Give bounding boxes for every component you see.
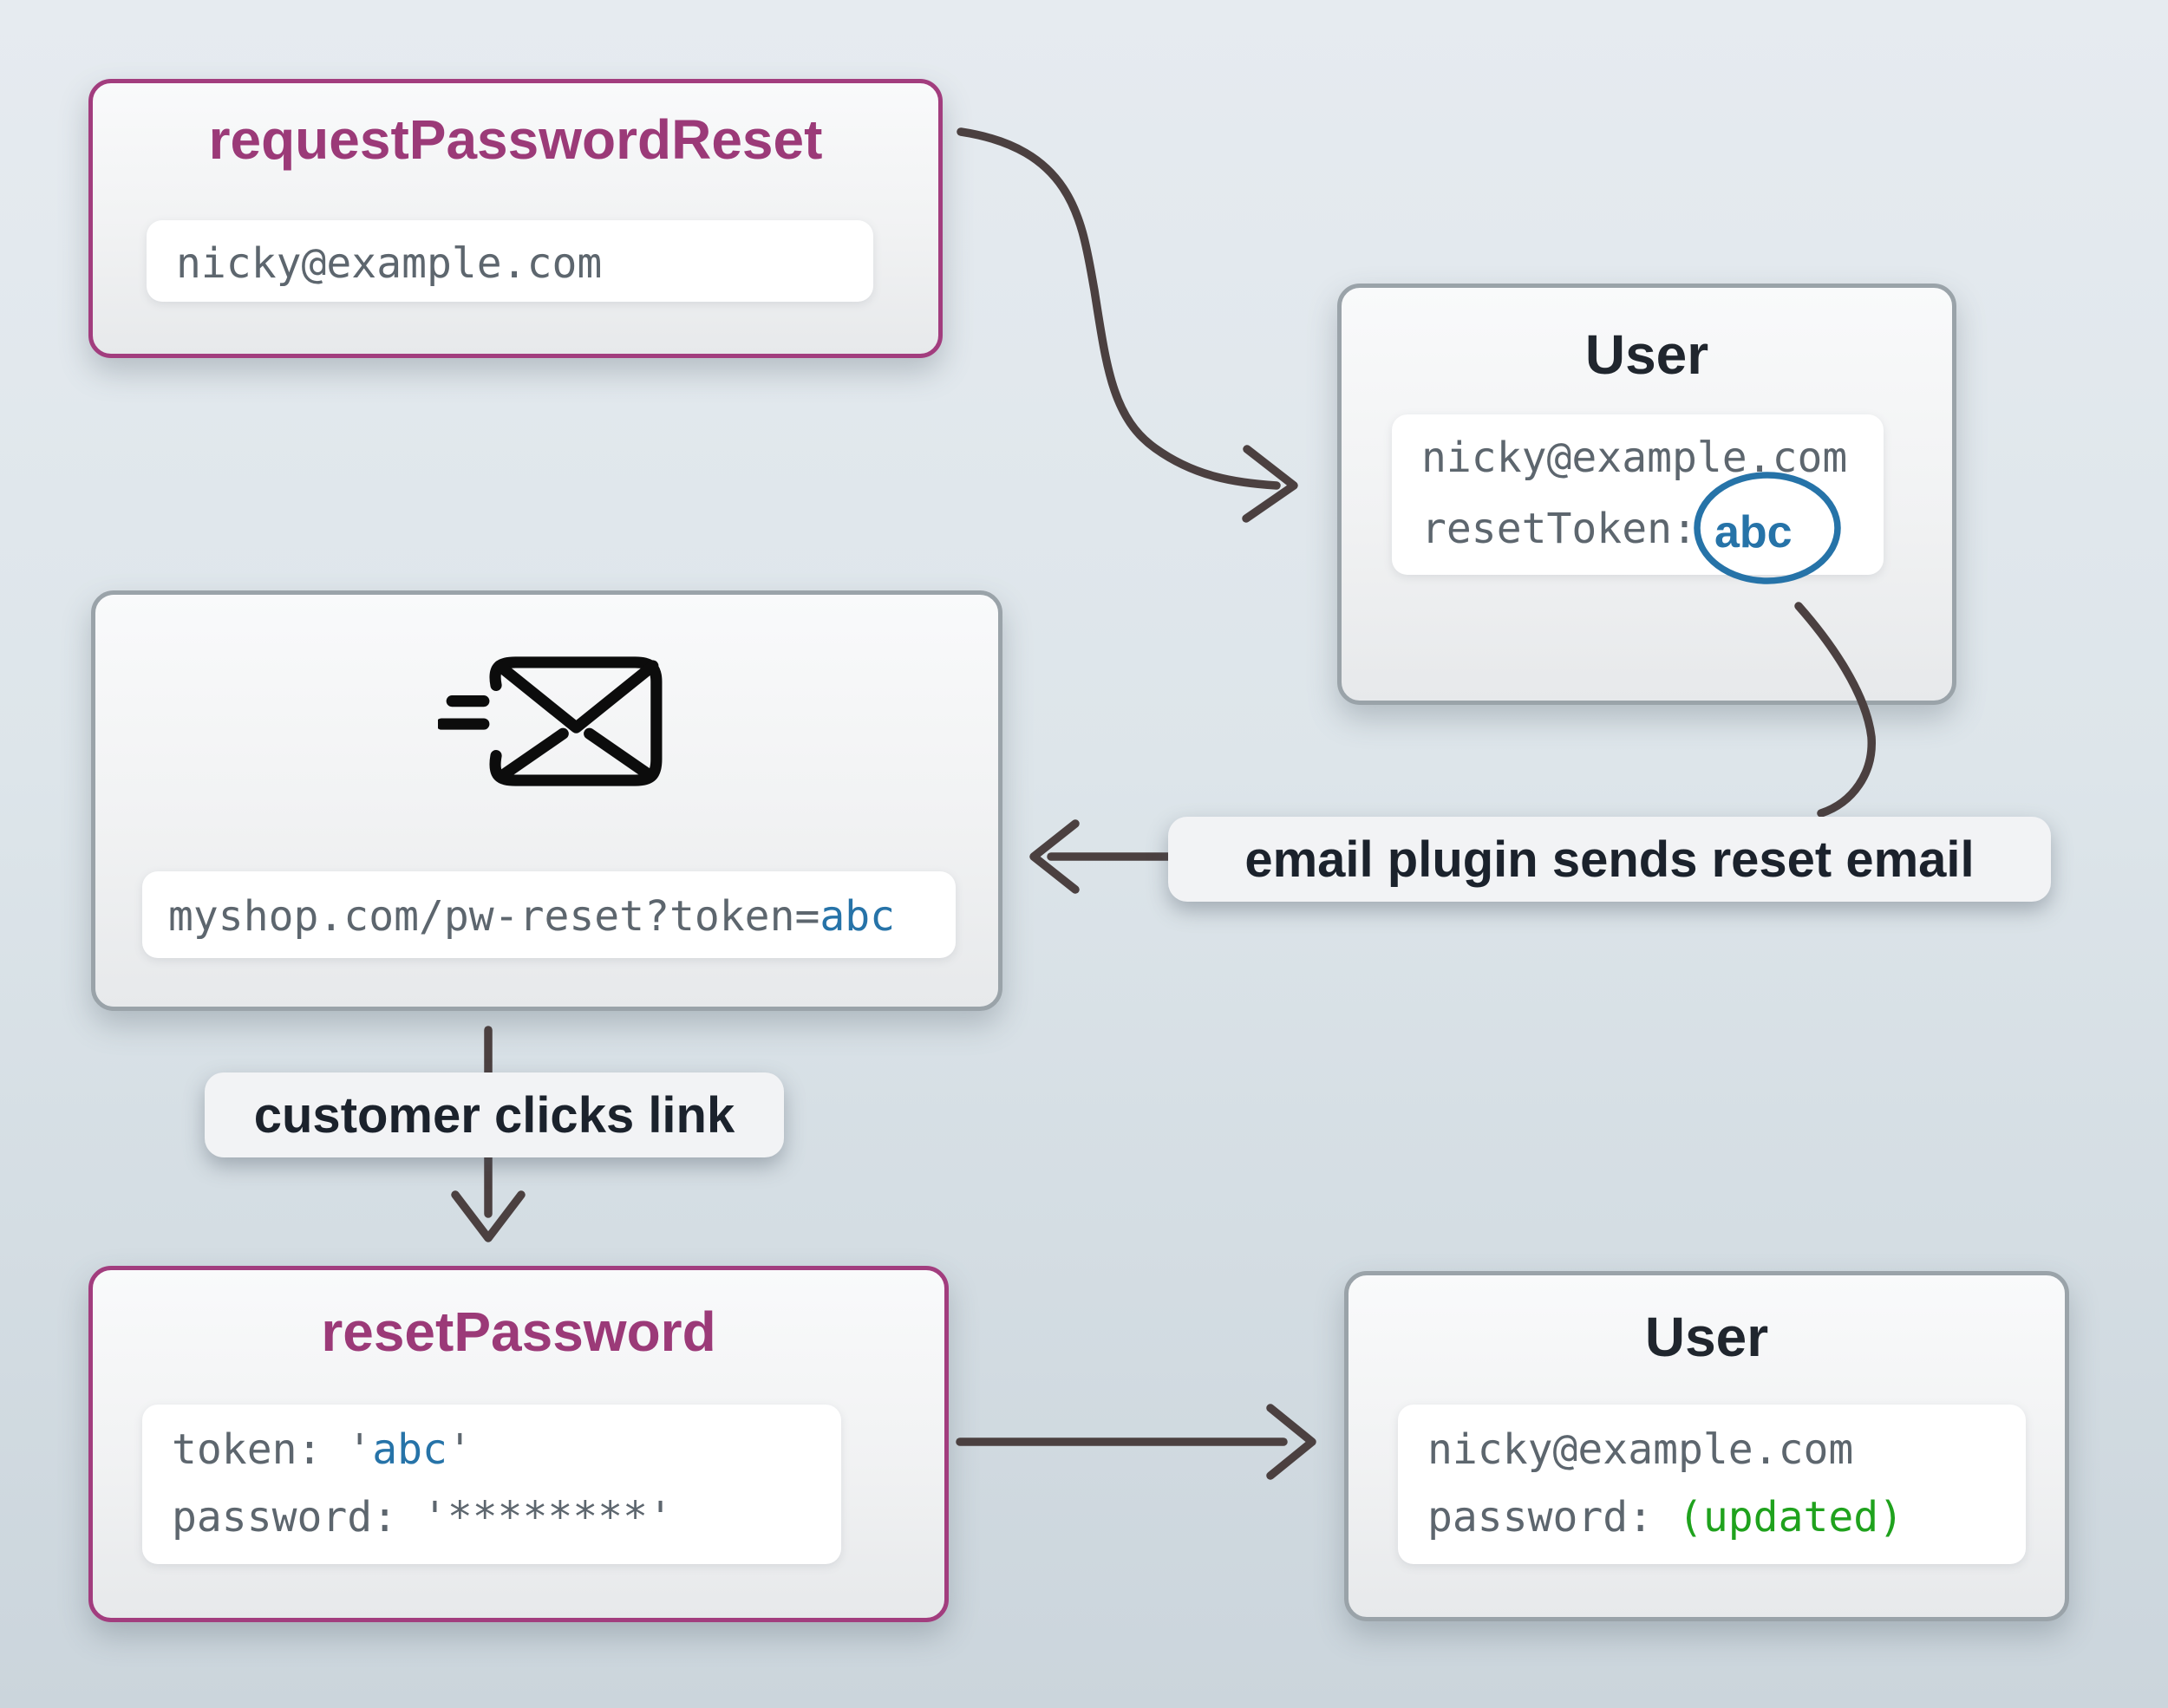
user-bottom-password-value: (updated) (1677, 1493, 1904, 1542)
reset-link-url-prefix: myshop.com/pw-reset?token= (168, 892, 820, 941)
user-top-email: nicky@example.com (1421, 434, 1848, 482)
arrowhead-request-to-user (1242, 445, 1298, 523)
reset-link-url: myshop.com/pw-reset?token=abc (168, 892, 895, 941)
reset-token-label: token: (172, 1425, 348, 1474)
request-email-value: nicky@example.com (176, 239, 603, 288)
reset-token-open-quote: ' (347, 1425, 373, 1474)
arrowhead-label-to-email-node (1029, 819, 1080, 894)
user-bottom-password-line: password: (updated) (1427, 1493, 1904, 1542)
request-email-field: nicky@example.com (147, 220, 873, 302)
send-email-icon (435, 654, 663, 789)
reset-link-url-token: abc (820, 892, 896, 941)
reset-password-title: resetPassword (321, 1301, 716, 1363)
user-top-record-pane: nicky@example.com resetToken: abc (1392, 414, 1884, 575)
reset-token-value: abc (372, 1425, 447, 1474)
customer-clicks-caption-text: customer clicks link (253, 1086, 735, 1144)
request-password-reset-title: requestPasswordReset (208, 108, 823, 171)
reset-password-args-pane: token: 'abc' password: '********' (142, 1405, 841, 1564)
user-record-top-node: User nicky@example.com resetToken: abc (1337, 284, 1956, 705)
user-bottom-title: User (1644, 1306, 1769, 1368)
reset-token-line: token: 'abc' (172, 1425, 473, 1474)
reset-token-close-quote: ' (447, 1425, 473, 1474)
user-top-reset-token-label: resetToken: (1421, 505, 1697, 553)
reset-password-line: password: '********' (172, 1493, 673, 1542)
reset-password-node: resetPassword token: 'abc' password: '**… (88, 1266, 949, 1622)
user-top-reset-token-value: abc (1714, 507, 1793, 557)
user-record-bottom-node: User nicky@example.com password: (update… (1344, 1271, 2069, 1621)
request-password-reset-node: requestPasswordReset nicky@example.com (88, 79, 943, 358)
user-bottom-password-label: password: (1427, 1493, 1678, 1542)
arrowhead-email-to-reset-password (451, 1190, 526, 1242)
reset-email-node: myshop.com/pw-reset?token=abc (91, 590, 1002, 1011)
user-bottom-email: nicky@example.com (1427, 1425, 1854, 1474)
user-bottom-record-pane: nicky@example.com password: (updated) (1398, 1405, 2026, 1564)
reset-link-field: myshop.com/pw-reset?token=abc (142, 871, 956, 958)
arrow-request-to-user (957, 127, 1281, 490)
arrowhead-reset-to-user-bottom (1266, 1404, 1316, 1480)
customer-clicks-caption: customer clicks link (205, 1072, 784, 1157)
email-plugin-caption-text: email plugin sends reset email (1244, 831, 1975, 888)
user-top-title: User (1584, 323, 1709, 386)
email-plugin-caption: email plugin sends reset email (1168, 817, 2051, 902)
